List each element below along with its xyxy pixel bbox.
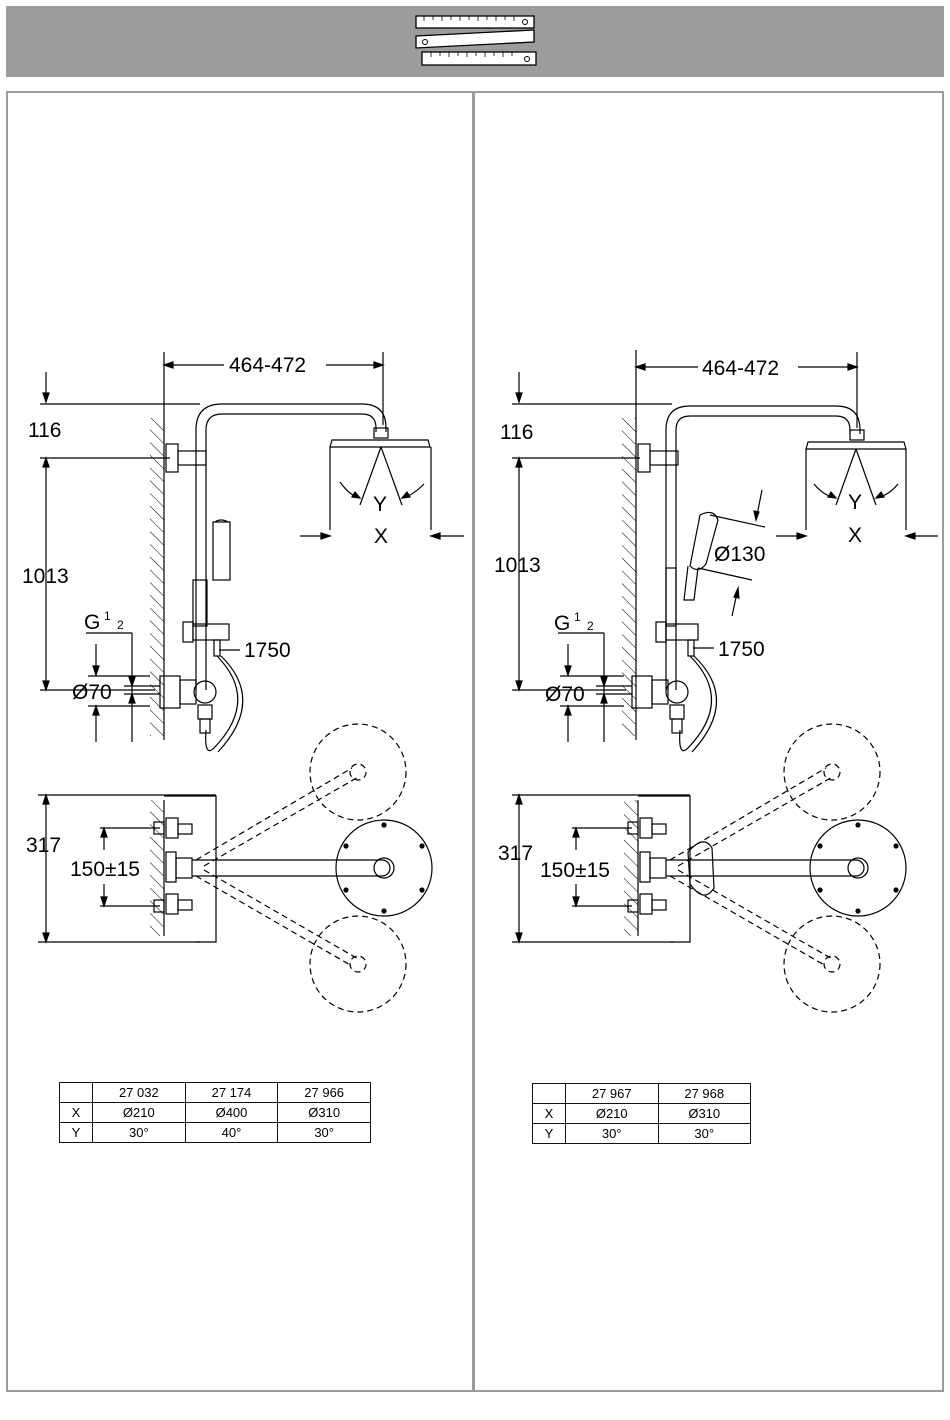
table-cell: 27 032 [93,1083,186,1103]
left-height-dim: 1013 [22,565,69,588]
table-cell: 27 966 [278,1083,371,1103]
table-row: X Ø210 Ø310 [533,1104,751,1124]
left-inlet-dia: Ø70 [72,681,112,704]
table-cell: 27 174 [185,1083,278,1103]
right-angle-label: Y [848,491,862,514]
left-thread-den: 2 [117,618,124,632]
left-plan-labels: 317 150±15 [26,834,140,881]
table-cell: Ø400 [185,1103,278,1123]
left-width-dim: 464-472 [229,354,306,377]
table-cell: 30° [566,1124,659,1144]
table-cell: X [60,1103,93,1123]
right-elevation-labels: 464-472 116 1013 G 1 2 Ø70 1750 Ø130 Y X [494,357,862,706]
left-plan-spacing: 150±15 [70,858,140,881]
right-top-dim: 116 [500,421,533,444]
table-row: Y 30° 40° 30° [60,1123,371,1143]
table-cell: 40° [185,1123,278,1143]
right-plan-depth: 317 [498,842,533,865]
table-cell [533,1084,566,1104]
table-cell: 30° [278,1123,371,1143]
table-header-row: 27 967 27 968 [533,1084,751,1104]
right-width-dim: 464-472 [702,357,779,380]
table-cell: 30° [658,1124,751,1144]
right-inlet-dia: Ø70 [545,683,585,706]
left-elevation-labels: 464-472 116 1013 G 1 2 Ø70 1750 Y X [22,354,388,704]
right-plan-spacing: 150±15 [540,859,610,882]
left-hose-length: 1750 [244,639,291,662]
left-thread-num: 1 [104,609,111,623]
table-cell: Ø310 [658,1104,751,1124]
table-cell: Y [60,1123,93,1143]
left-top-dim: 116 [28,419,61,442]
table-cell: Ø210 [566,1104,659,1124]
table-header-row: 27 032 27 174 27 966 [60,1083,371,1103]
right-thread-num: 1 [574,610,581,624]
table-row: X Ø210 Ø400 Ø310 [60,1103,371,1123]
table-cell: Ø310 [278,1103,371,1123]
table-cell: 27 967 [566,1084,659,1104]
table-cell: Y [533,1124,566,1144]
table-cell: Ø210 [93,1103,186,1123]
table-row: Y 30° 30° [533,1124,751,1144]
spec-table-right: 27 967 27 968 X Ø210 Ø310 Y 30° 30° [532,1083,751,1144]
left-dia-label: X [374,525,388,548]
right-thread-label: G [554,612,570,635]
table-cell: 30° [93,1123,186,1143]
right-handshower-dia: Ø130 [714,543,765,566]
right-thread-den: 2 [587,619,594,633]
right-height-dim: 1013 [494,554,541,577]
table-cell: 27 968 [658,1084,751,1104]
right-plan-labels: 317 150±15 [498,842,610,882]
table-cell [60,1083,93,1103]
left-angle-label: Y [373,493,387,516]
table-cell: X [533,1104,566,1124]
left-plan-depth: 317 [26,834,61,857]
left-thread-label: G [84,611,100,634]
right-hose-length: 1750 [718,638,765,661]
spec-table-left: 27 032 27 174 27 966 X Ø210 Ø400 Ø310 Y … [59,1082,371,1143]
right-dia-label: X [848,524,862,547]
